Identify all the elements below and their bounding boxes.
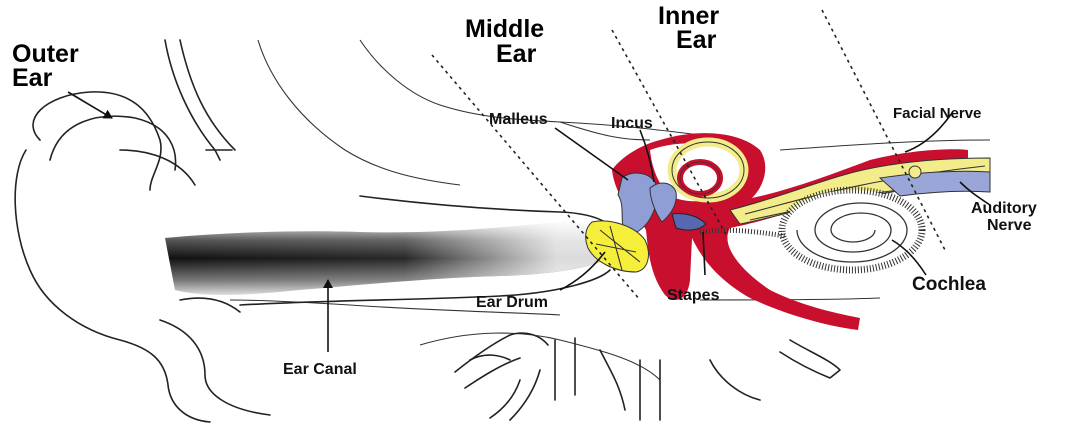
svg-text:Nerve: Nerve — [987, 217, 1032, 234]
section-title-inner-ear: Inner Ear — [658, 2, 719, 54]
ear-canal-tube — [165, 196, 610, 305]
svg-text:Auditory: Auditory — [971, 200, 1037, 217]
lower-bones — [455, 333, 840, 420]
svg-text:Ear: Ear — [496, 40, 537, 68]
label-ear-canal: Ear Canal — [283, 361, 357, 378]
label-auditory-nerve: Auditory Nerve — [971, 200, 1037, 234]
section-title-outer-ear: Outer Ear — [12, 40, 79, 92]
label-cochlea: Cochlea — [912, 274, 986, 295]
label-facial-nerve: Facial Nerve — [893, 105, 981, 122]
label-stapes: Stapes — [667, 287, 720, 304]
svg-text:Ear: Ear — [12, 64, 53, 92]
label-ear-drum: Ear Drum — [476, 294, 548, 311]
svg-text:Ear: Ear — [676, 26, 717, 54]
label-malleus: Malleus — [489, 111, 548, 128]
label-incus: Incus — [611, 115, 653, 132]
outer-ear-pinna — [15, 40, 270, 422]
section-title-middle-ear: Middle Ear — [465, 15, 544, 68]
svg-text:Middle: Middle — [465, 15, 544, 43]
